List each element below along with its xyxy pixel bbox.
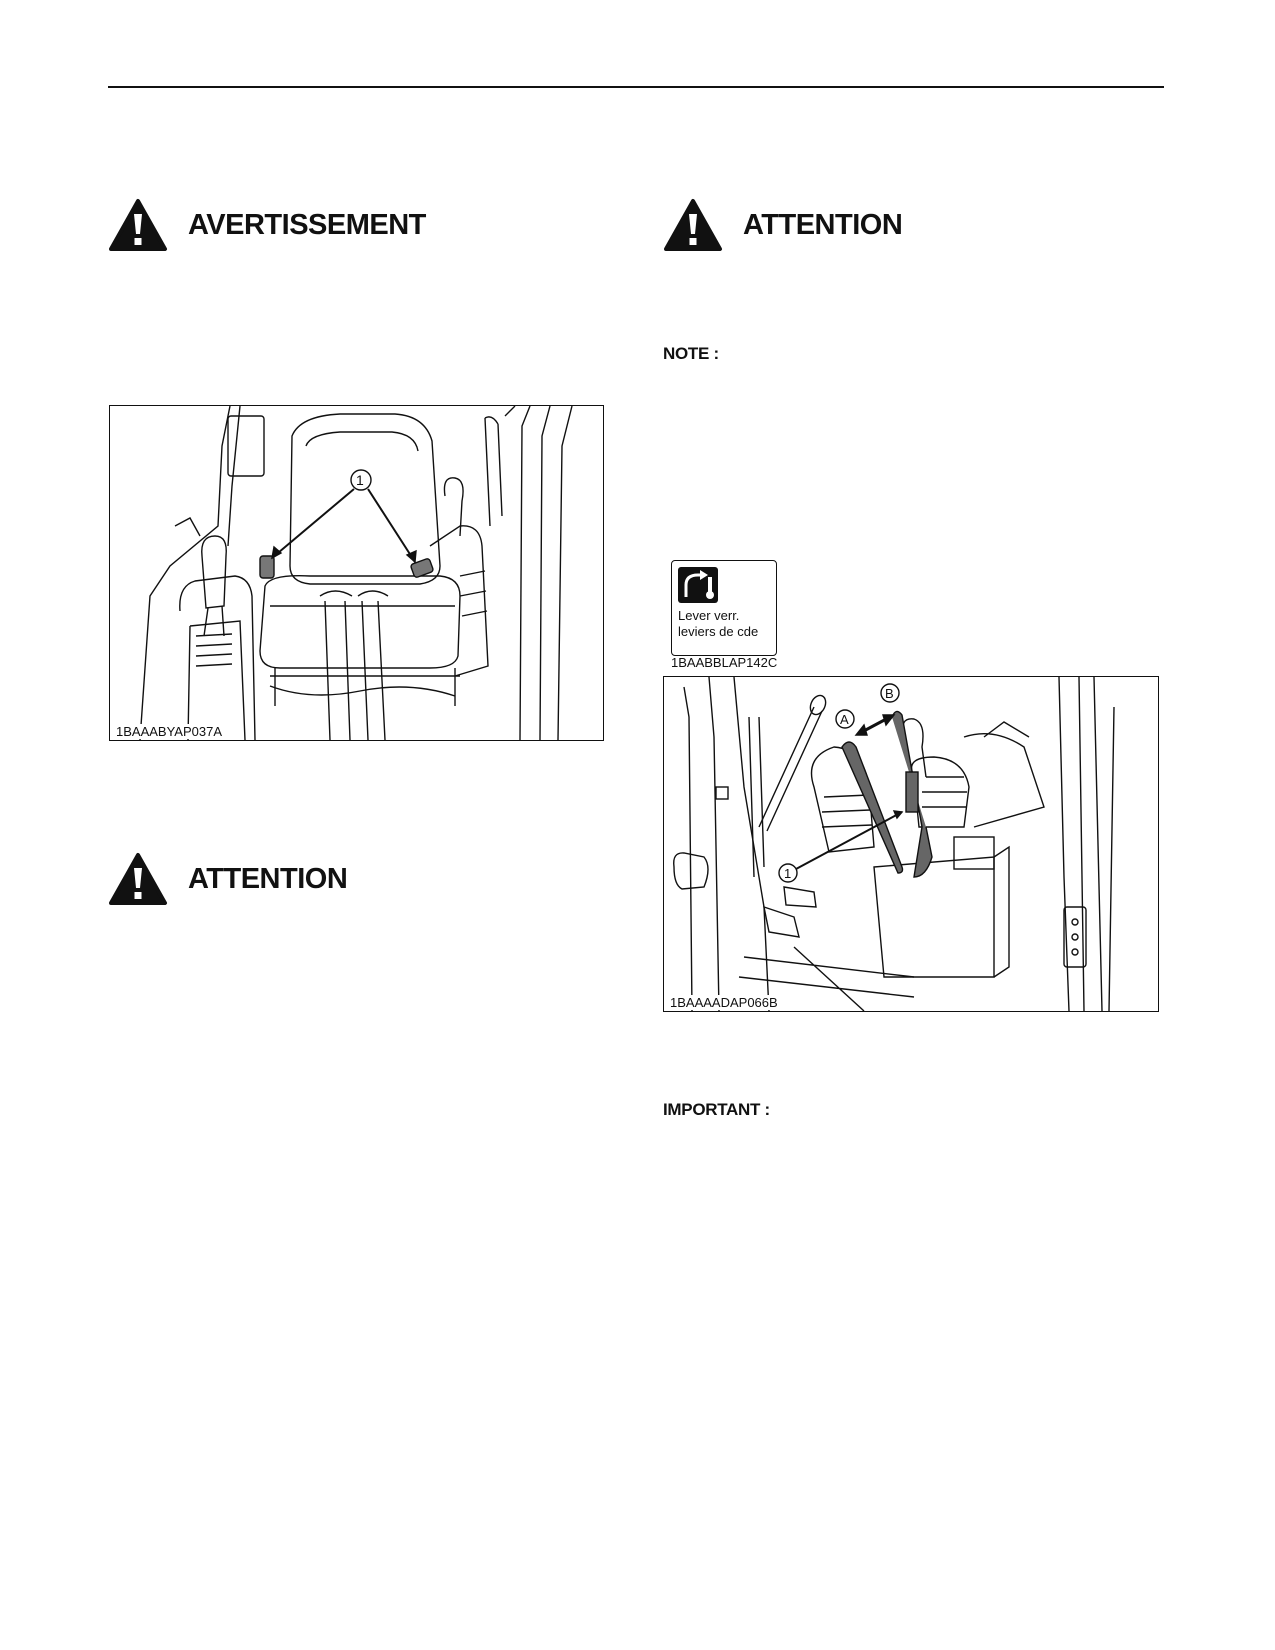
- seat-lever-illustration: 1 1BAAABYAP037A: [109, 405, 604, 741]
- lever-callout-1: 1: [784, 866, 791, 881]
- seat-drawing: 1: [139, 406, 573, 740]
- lever-lock-illustration: A B 1 1BAAAADAP066B: [663, 676, 1159, 1012]
- decal-code: 1BAABBLAP142C: [671, 655, 778, 670]
- decal-text-line1: Lever verr.: [678, 608, 740, 623]
- warning-title: AVERTISSEMENT: [188, 208, 426, 241]
- warning-title: ATTENTION: [188, 862, 348, 895]
- warning-triangle-icon: [109, 853, 167, 905]
- lever-lock-icon: [678, 567, 718, 603]
- warning-heading-avertissement: AVERTISSEMENT: [108, 198, 426, 252]
- lever-callout-a: A: [840, 712, 849, 727]
- warning-heading-attention-right: ATTENTION: [663, 198, 903, 252]
- warning-heading-attention-left: ATTENTION: [108, 852, 348, 906]
- warning-triangle-icon: [109, 199, 167, 251]
- important-label: IMPORTANT :: [663, 1100, 770, 1119]
- seat-callout-number: 1: [356, 472, 364, 488]
- warning-triangle-icon: [664, 199, 722, 251]
- header-rule: [108, 86, 1164, 88]
- note-label: NOTE :: [663, 344, 719, 363]
- decal-text-line2: leviers de cde: [678, 624, 759, 639]
- figure-code: 1BAAABYAP037A: [114, 724, 224, 739]
- lever-callout-b: B: [885, 686, 894, 701]
- figure-code: 1BAAAADAP066B: [668, 995, 780, 1010]
- lever-lock-decal: Lever verr. leviers de cde: [671, 560, 777, 656]
- lever-drawing: A B 1: [673, 677, 1115, 1011]
- warning-title: ATTENTION: [743, 208, 903, 241]
